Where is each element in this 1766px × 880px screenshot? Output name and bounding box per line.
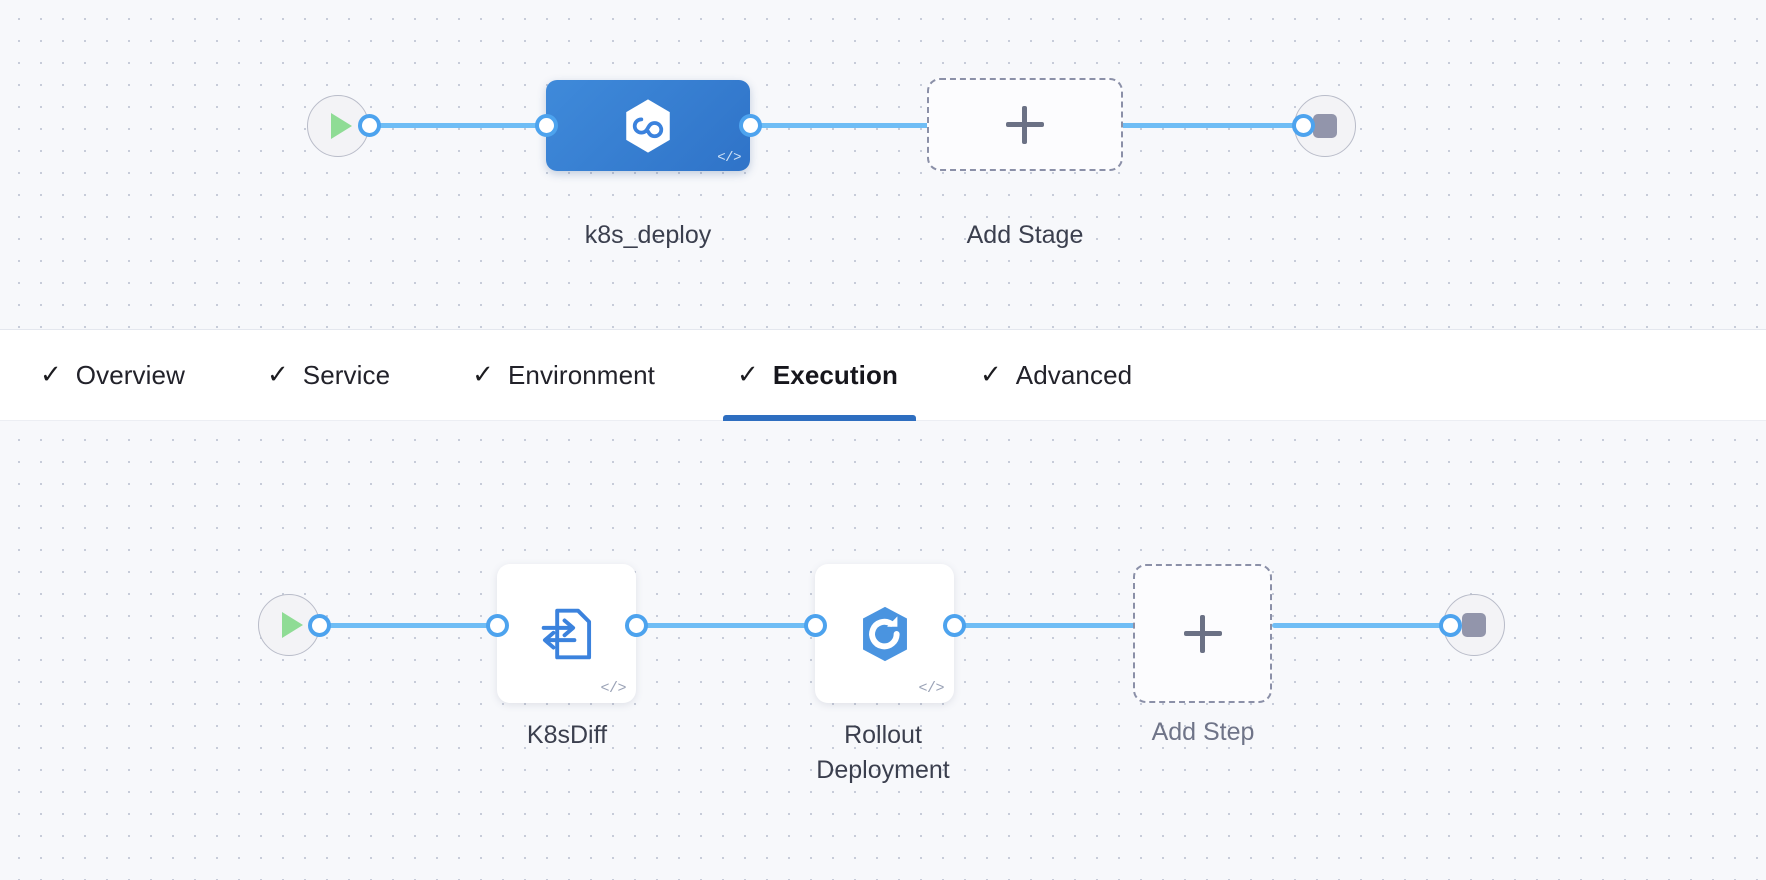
port-start-out[interactable]: [358, 114, 381, 137]
port-k8s-deploy-in[interactable]: [535, 114, 558, 137]
edge-add-stage-to-end: [1117, 123, 1303, 128]
execution-graph: </> K8sDiff </> Rollout Deployment: [0, 421, 1766, 880]
port-exec-end-in[interactable]: [1439, 614, 1462, 637]
play-icon: [330, 113, 352, 139]
edge-add-step-to-end: [1272, 623, 1462, 628]
execution-start-node[interactable]: [258, 594, 320, 656]
edge-start-to-k8sdiff: [318, 623, 508, 628]
check-icon: ✓: [472, 359, 494, 389]
stage-node-k8s-deploy[interactable]: </>: [546, 80, 750, 171]
tab-label-service: Service: [302, 359, 391, 390]
yaml-code-badge[interactable]: </>: [717, 150, 741, 166]
port-k8sdiff-in[interactable]: [486, 614, 509, 637]
yaml-code-badge[interactable]: </>: [918, 680, 944, 697]
step-node-k8sdiff[interactable]: </>: [497, 564, 636, 703]
tab-environment[interactable]: ✓ Environment: [458, 330, 695, 421]
stage-node-label-k8s-deploy: k8s_deploy: [584, 221, 712, 249]
stop-icon: [1313, 114, 1337, 138]
stage-config-tabs[interactable]: ✓ Overview ✓ Service ✓ Environment ✓ Exe…: [0, 330, 1766, 421]
stage-graph-canvas[interactable]: </> k8s_deploy Add Stage: [0, 0, 1766, 330]
yaml-code-badge[interactable]: </>: [600, 680, 626, 697]
tab-label-execution: Execution: [772, 359, 898, 390]
port-rollout-in[interactable]: [804, 614, 827, 637]
stage-graph: </> k8s_deploy Add Stage: [0, 0, 1766, 329]
port-exec-start-out[interactable]: [308, 614, 331, 637]
plus-icon: [1183, 614, 1222, 653]
rollout-deployment-hexagon-icon: [862, 606, 907, 661]
port-rollout-out[interactable]: [943, 614, 966, 637]
step-node-label-k8sdiff: K8sDiff: [526, 721, 608, 749]
stop-icon: [1462, 613, 1486, 637]
play-icon: [281, 612, 303, 638]
add-stage-button[interactable]: [927, 78, 1123, 171]
execution-steps-canvas[interactable]: </> K8sDiff </> Rollout Deployment: [0, 421, 1766, 880]
step-node-label-rollout-deployment: Rollout Deployment: [816, 721, 950, 784]
add-step-button[interactable]: [1133, 564, 1272, 703]
tab-label-overview: Overview: [75, 359, 185, 390]
check-icon: ✓: [266, 359, 289, 389]
port-k8sdiff-out[interactable]: [625, 614, 648, 637]
port-k8s-deploy-out[interactable]: [739, 114, 762, 137]
harness-hexagon-infinity-icon: [626, 98, 670, 153]
tab-execution[interactable]: ✓ Execution: [723, 330, 938, 421]
check-icon: ✓: [979, 359, 1002, 389]
k8s-diff-document-icon: [541, 608, 591, 659]
check-icon: ✓: [737, 359, 759, 389]
tab-service[interactable]: ✓ Service: [253, 330, 430, 421]
port-end-in[interactable]: [1292, 114, 1315, 137]
edge-k8sdiff-to-rollout: [636, 623, 826, 628]
add-step-label: Add Step: [1151, 718, 1255, 746]
edge-start-to-k8s-deploy: [372, 123, 557, 128]
edge-k8s-deploy-to-add-stage: [744, 123, 930, 128]
edge-rollout-to-add-step: [954, 623, 1144, 628]
plus-icon: [1006, 105, 1044, 144]
step-node-rollout-deployment[interactable]: </>: [815, 564, 954, 703]
tab-label-advanced: Advanced: [1015, 359, 1133, 390]
tab-overview[interactable]: ✓ Overview: [26, 330, 225, 421]
add-stage-label: Add Stage: [966, 221, 1084, 249]
execution-end-node[interactable]: [1443, 594, 1505, 656]
tab-advanced[interactable]: ✓ Advanced: [966, 330, 1172, 421]
check-icon: ✓: [40, 359, 62, 389]
tab-label-environment: Environment: [507, 359, 656, 390]
